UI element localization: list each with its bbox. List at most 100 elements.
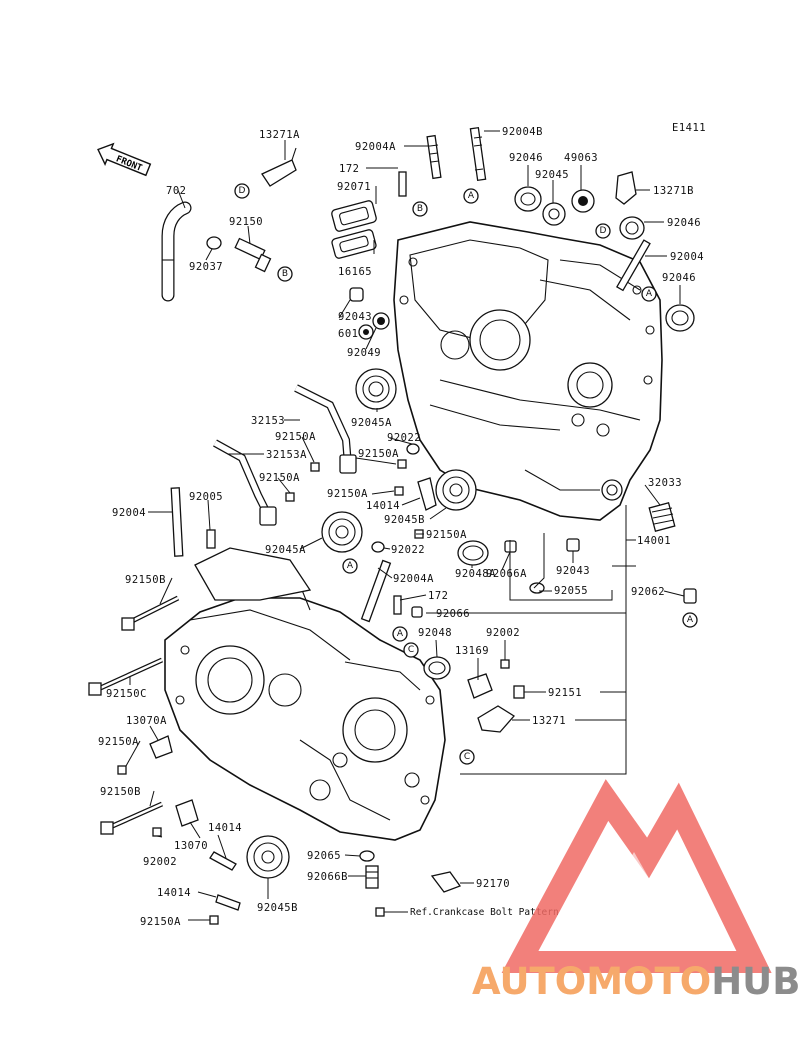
- clamp-13271A: [261, 147, 297, 187]
- svg-text:A: A: [468, 191, 475, 201]
- plate-14014-mid: [417, 477, 437, 511]
- upper-crankcase-half: [393, 221, 663, 521]
- part-label-32153: 32153: [251, 415, 285, 427]
- part-labels: 13271A 702 92150 92037 92004A 92004B 172…: [98, 126, 704, 928]
- oring-92037: [206, 236, 222, 250]
- dowel-92043-mid: [566, 538, 580, 552]
- part-label-92004B: 92004B: [502, 126, 543, 138]
- part-label-16165: 16165: [338, 266, 372, 278]
- bearing-92045: [542, 202, 566, 226]
- part-label-92043: 92043: [338, 311, 372, 323]
- bolt-92150A-4: [394, 486, 404, 496]
- bolt-92150A-2: [285, 492, 295, 502]
- svg-text:D: D: [600, 226, 607, 236]
- part-label-92037: 92037: [189, 261, 223, 273]
- part-label-92004-left: 92004: [112, 507, 146, 519]
- part-label-13070A: 13070A: [126, 715, 167, 727]
- cover-13070A: [149, 735, 173, 759]
- stud-92004B: [469, 126, 487, 182]
- watermark-text: AUTOMOTOHUB: [472, 960, 800, 1003]
- bracket-92170: [430, 871, 462, 893]
- dowel-92043-top: [349, 287, 364, 302]
- part-label-14014-bottom: 14014: [157, 887, 191, 899]
- marker-C-2: C: [459, 749, 475, 765]
- svg-text:A: A: [646, 289, 653, 299]
- part-label-92046: 92046: [509, 152, 543, 164]
- oring-601: [358, 324, 374, 340]
- stud-92004-right: [616, 239, 651, 292]
- leader-lines: [125, 130, 685, 921]
- bolt-92002-left: [152, 827, 162, 837]
- part-label-92046-b: 92046: [667, 217, 701, 229]
- part-label-92002-left: 92002: [143, 856, 177, 868]
- part-label-92066B: 92066B: [307, 871, 348, 883]
- marker-circles: D B B A D A A A C C A: [234, 183, 698, 765]
- ref-note: Ref.Crankcase Bolt Pattern: [410, 907, 559, 918]
- part-label-92022: 92022: [387, 432, 421, 444]
- part-label-92151: 92151: [548, 687, 582, 699]
- part-label-92150A-6: 92150A: [98, 736, 139, 748]
- part-label-49063: 49063: [564, 152, 598, 164]
- plate-16165: [331, 229, 377, 259]
- breather-hose-702: [161, 201, 192, 302]
- part-label-92046-c: 92046: [662, 272, 696, 284]
- part-label-92150A-3: 92150A: [259, 472, 300, 484]
- front-arrow: FRONT: [97, 142, 152, 177]
- plug-92062: [683, 588, 697, 604]
- cover-13271: [477, 705, 515, 733]
- svg-text:A: A: [397, 629, 404, 639]
- part-label-172-mid: 172: [428, 590, 448, 602]
- part-label-92022-mid: 92022: [391, 544, 425, 556]
- part-label-13271A: 13271A: [259, 129, 300, 141]
- bolt-92151: [513, 685, 525, 699]
- part-label-92004A: 92004A: [355, 141, 396, 153]
- svg-text:A: A: [687, 615, 694, 625]
- pin-172-mid: [393, 595, 402, 615]
- part-label-601: 601: [338, 328, 358, 340]
- oil-seal-92049: [372, 312, 390, 330]
- part-label-92045B: 92045B: [384, 514, 425, 526]
- bearing-92045A-top: [355, 368, 397, 410]
- part-label-92150A-5: 92150A: [426, 529, 467, 541]
- marker-A-1: A: [463, 188, 479, 204]
- bolt-92150C: [88, 657, 164, 696]
- pin-92005: [206, 529, 216, 549]
- diagram-code: E1411: [672, 122, 706, 134]
- bearing-92045A-mid: [321, 511, 363, 553]
- washer-92022-mid: [371, 541, 385, 553]
- marker-D-1: D: [234, 183, 250, 199]
- part-label-92045A-mid: 92045A: [265, 544, 306, 556]
- bearing-92046-b: [619, 216, 645, 240]
- bolt-92150A-7: [209, 915, 219, 925]
- pin-172-top: [398, 171, 407, 197]
- oil-pipe-32153A: [213, 439, 277, 526]
- part-label-92048: 92048: [418, 627, 452, 639]
- bolt-92150A-1: [310, 462, 320, 472]
- plate-14014-low: [209, 851, 237, 871]
- breather-fitting-92150: [234, 237, 272, 273]
- svg-text:A: A: [347, 561, 354, 571]
- bolt-92150A-6: [117, 765, 127, 775]
- svg-text:C: C: [408, 645, 414, 655]
- bearing-92048: [423, 656, 451, 680]
- part-label-92002: 92002: [486, 627, 520, 639]
- part-label-92048A: 92048A: [455, 568, 496, 580]
- part-label-14001: 14001: [637, 535, 671, 547]
- bolt-92150B-1: [121, 595, 180, 631]
- part-label-92066A: 92066A: [486, 568, 527, 580]
- part-label-14014: 14014: [366, 500, 400, 512]
- bearing-92046-c: [665, 304, 695, 332]
- part-label-172: 172: [339, 163, 359, 175]
- part-label-92066: 92066: [436, 608, 470, 620]
- part-label-92071: 92071: [337, 181, 371, 193]
- bearing-92045B-low: [246, 835, 290, 879]
- part-label-92043-mid: 92043: [556, 565, 590, 577]
- marker-C-1: C: [403, 642, 419, 658]
- part-label-13271: 13271: [532, 715, 566, 727]
- part-label-702: 702: [166, 185, 186, 197]
- part-label-92170: 92170: [476, 878, 510, 890]
- svg-text:C: C: [464, 752, 470, 762]
- part-label-92150B: 92150B: [125, 574, 166, 586]
- part-label-32153A: 32153A: [266, 449, 307, 461]
- svg-text:D: D: [239, 186, 246, 196]
